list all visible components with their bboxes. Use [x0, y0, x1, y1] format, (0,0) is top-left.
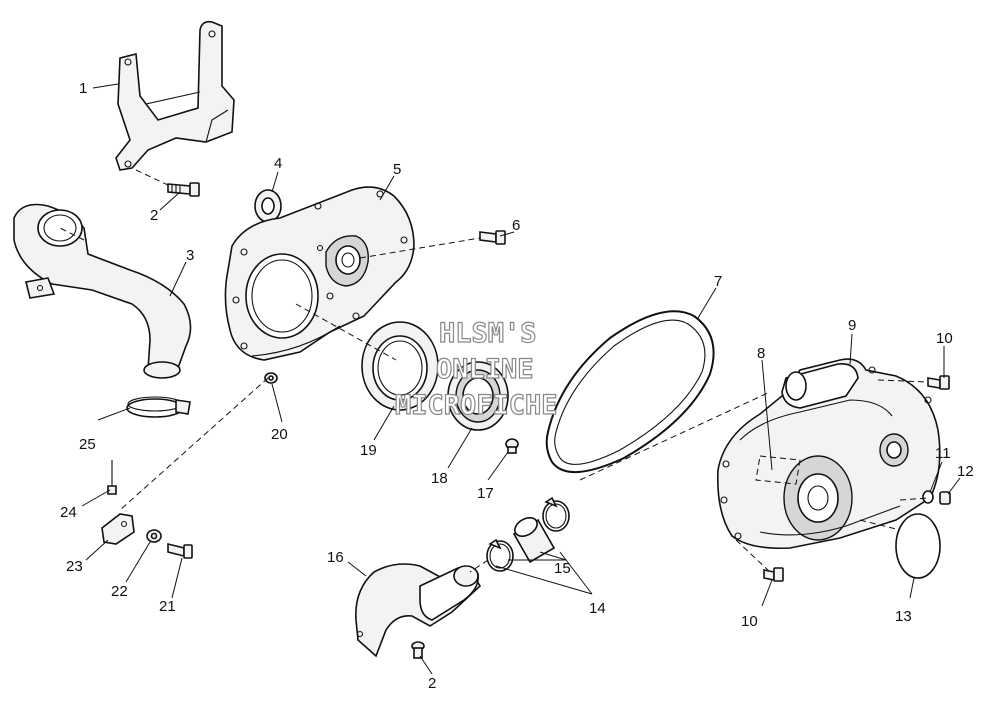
part-drive-belt: [545, 310, 715, 473]
callout-8: 8: [757, 345, 765, 362]
part-gasket-disc: [895, 513, 941, 579]
callout-19: 19: [360, 442, 377, 459]
part-outlet-duct: [355, 563, 482, 658]
part-seal: [254, 189, 282, 223]
callout-4: 4: [274, 155, 282, 172]
part-bolt-10-lower: [763, 567, 784, 582]
part-screw-lower: [411, 641, 425, 659]
watermark-line-3: MICROFICHE: [395, 390, 558, 421]
callout-13: 13: [895, 608, 912, 625]
callout-21: 21: [159, 598, 176, 615]
callout-1: 1: [79, 80, 87, 97]
part-large-seal: [361, 321, 439, 411]
part-screw-17: [505, 438, 519, 454]
callout-labels: 1 2 3 4 5 6 7 8 9 10 10 11 12 13 14 15 1…: [60, 80, 974, 692]
callout-10-lower: 10: [741, 613, 758, 630]
part-intake-duct: [13, 203, 192, 379]
callout-10-upper: 10: [936, 330, 953, 347]
part-clamp-b: [542, 496, 570, 532]
part-coupler-sleeve: [512, 517, 556, 564]
part-outer-cover: [716, 358, 941, 550]
callout-11: 11: [935, 445, 951, 462]
watermark-line-1: HLSM'S: [439, 318, 537, 349]
part-gasket: [447, 361, 509, 431]
callout-12: 12: [957, 463, 974, 480]
callout-15: 15: [554, 560, 571, 577]
part-bolt-upper: [167, 182, 200, 197]
callout-2-lower: 2: [428, 675, 436, 692]
callout-23: 23: [66, 558, 83, 575]
callout-24: 24: [60, 504, 77, 521]
part-inspection-plug: [755, 455, 801, 485]
watermark-line-2: ONLINE: [436, 354, 534, 385]
callout-22: 22: [111, 583, 128, 600]
callout-17: 17: [477, 485, 494, 502]
callout-2-upper: 2: [150, 207, 158, 224]
part-clip-24: [107, 460, 117, 495]
callout-14: 14: [589, 600, 606, 617]
part-clamp-a: [486, 538, 514, 572]
part-bolt-10-upper: [927, 375, 950, 390]
callout-9: 9: [848, 317, 856, 334]
callout-16: 16: [327, 549, 344, 566]
part-bracket: [115, 20, 235, 171]
part-washer-22: [146, 529, 162, 543]
part-washer-20: [264, 372, 278, 384]
callout-3: 3: [186, 247, 194, 264]
part-bracket-23: [101, 513, 135, 545]
part-hose-clamp: [126, 396, 191, 418]
callout-18: 18: [431, 470, 448, 487]
part-inner-cover: [224, 186, 415, 361]
part-bolt-21: [167, 542, 193, 559]
callout-6: 6: [512, 217, 520, 234]
part-o-ring: [922, 490, 934, 504]
assembly-lines: [59, 169, 929, 573]
leader-lines: [81, 83, 961, 675]
callout-7: 7: [714, 273, 722, 290]
part-bolt-6: [479, 230, 506, 245]
part-plug: [939, 491, 951, 505]
callout-5: 5: [393, 161, 401, 178]
callout-25: 25: [79, 436, 96, 453]
callout-20: 20: [271, 426, 288, 443]
watermark: HLSM'S ONLINE MICROFICHE: [394, 317, 558, 421]
